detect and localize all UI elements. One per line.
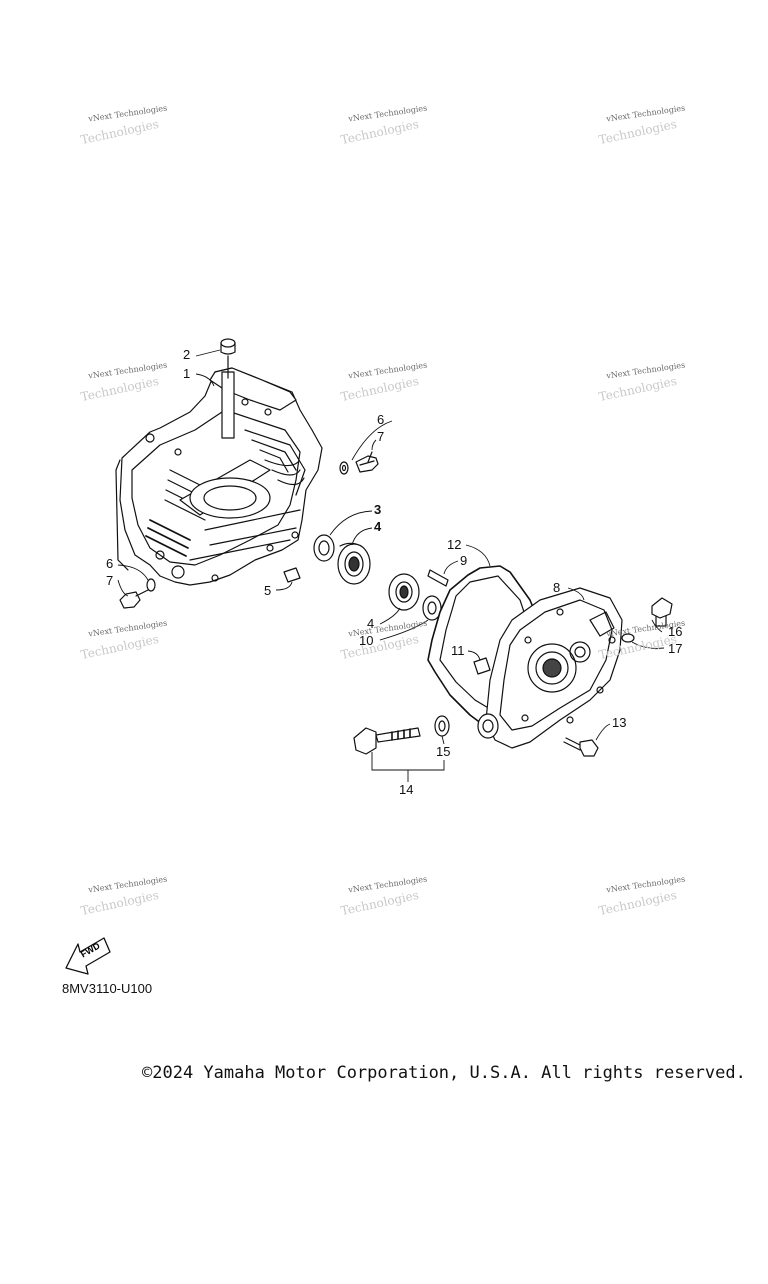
callout-4[interactable]: 4 [367, 616, 375, 631]
bolt-7-lower-drawing [119, 578, 156, 609]
callout-12[interactable]: 12 [447, 537, 462, 552]
crankcase-right-drawing [477, 587, 623, 749]
callout-17[interactable]: 17 [668, 641, 683, 656]
callout-2[interactable]: 2 [183, 347, 191, 362]
callout-5[interactable]: 5 [264, 583, 272, 598]
leader-lines [117, 349, 665, 782]
washer-15-drawing [434, 715, 450, 737]
bearing-4-lower-drawing [388, 573, 420, 611]
callout-11[interactable]: 11 [451, 643, 465, 658]
callout-8[interactable]: 8 [553, 580, 561, 595]
bolt-13-drawing [563, 737, 599, 757]
callout-1[interactable]: 1 [183, 366, 191, 381]
copyright-notice: ©2024 Yamaha Motor Corporation, U.S.A. A… [142, 1063, 746, 1083]
fwd-arrow-drawing [65, 937, 111, 975]
callout-7[interactable]: 7 [377, 429, 385, 444]
callout-3[interactable]: 3 [374, 502, 382, 517]
dowel-2-drawing [220, 338, 236, 379]
callout-14[interactable]: 14 [399, 782, 414, 797]
pin-9-drawing [427, 569, 449, 587]
bearing-4-upper-drawing [337, 542, 371, 585]
crankcase-left-drawing [115, 367, 323, 586]
bolt-7-upper-drawing [339, 451, 379, 475]
dipstick-14-drawing [353, 727, 421, 755]
o-ring-17-drawing [621, 633, 635, 643]
callout-16[interactable]: 16 [668, 624, 683, 639]
dowel-5-drawing [283, 567, 301, 583]
plug-16-drawing [651, 597, 673, 627]
oil-seal-3-drawing [313, 534, 335, 562]
callout-7[interactable]: 7 [106, 573, 114, 588]
callout-6[interactable]: 6 [106, 556, 114, 571]
diagram-code: 8MV3110-U100 [62, 981, 153, 996]
callout-10[interactable]: 10 [359, 633, 374, 648]
callout-15[interactable]: 15 [436, 744, 451, 759]
callout-13[interactable]: 13 [612, 715, 627, 730]
callout-4[interactable]: 4 [374, 519, 382, 534]
callout-6[interactable]: 6 [377, 412, 385, 427]
callout-9[interactable]: 9 [460, 553, 468, 568]
plug-11-drawing [473, 657, 491, 675]
